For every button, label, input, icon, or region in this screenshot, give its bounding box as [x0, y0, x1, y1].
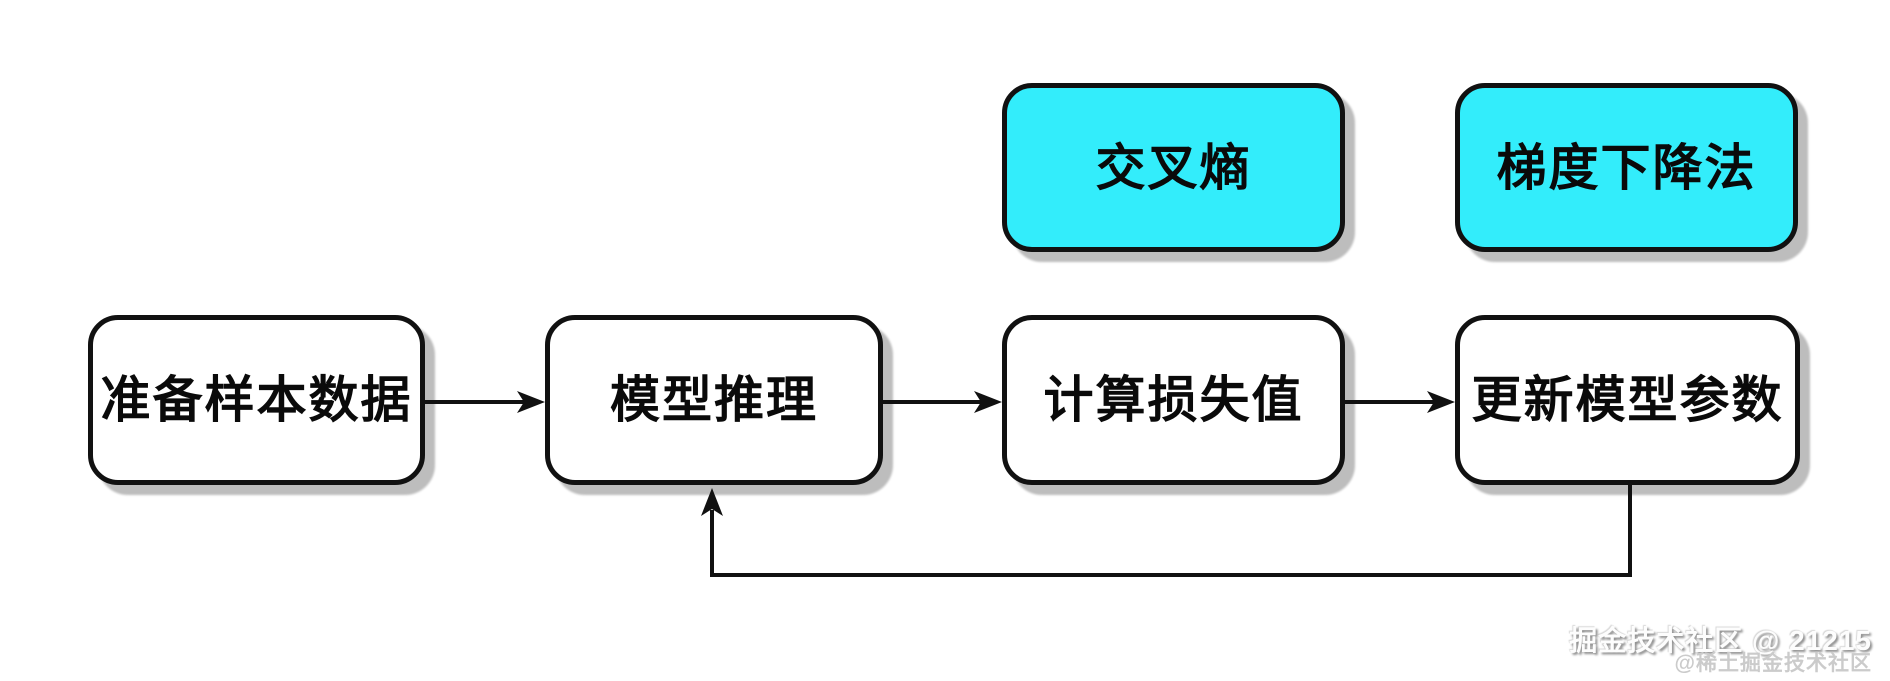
node-gradient-descent: 梯度下降法	[1455, 83, 1798, 252]
edge-feedback-update-to-inference	[701, 485, 1632, 577]
node-gradient-descent-label: 梯度下降法	[1496, 139, 1757, 196]
edge-loss-to-update	[1345, 391, 1455, 413]
watermark-community-name: @稀土掘金技术社区	[1674, 651, 1872, 675]
edge-prepare-to-inference	[425, 391, 545, 413]
node-cross-entropy-label: 交叉熵	[1095, 139, 1252, 196]
edge-inference-to-loss	[883, 391, 1002, 413]
node-model-inference-label: 模型推理	[610, 372, 818, 428]
node-compute-loss: 计算损失值	[1002, 315, 1345, 485]
watermark: 掘金技术社区 @ 21215 @稀土掘金技术社区	[1569, 624, 1872, 675]
node-prepare-data: 准备样本数据	[88, 315, 425, 485]
node-model-inference: 模型推理	[545, 315, 883, 485]
node-compute-loss-label: 计算损失值	[1043, 372, 1304, 428]
node-update-params: 更新模型参数	[1455, 315, 1800, 485]
watermark-community-id: 掘金技术社区 @ 21215	[1569, 624, 1872, 656]
node-prepare-data-label: 准备样本数据	[100, 372, 413, 428]
node-cross-entropy: 交叉熵	[1002, 83, 1345, 252]
node-update-params-label: 更新模型参数	[1471, 372, 1784, 428]
